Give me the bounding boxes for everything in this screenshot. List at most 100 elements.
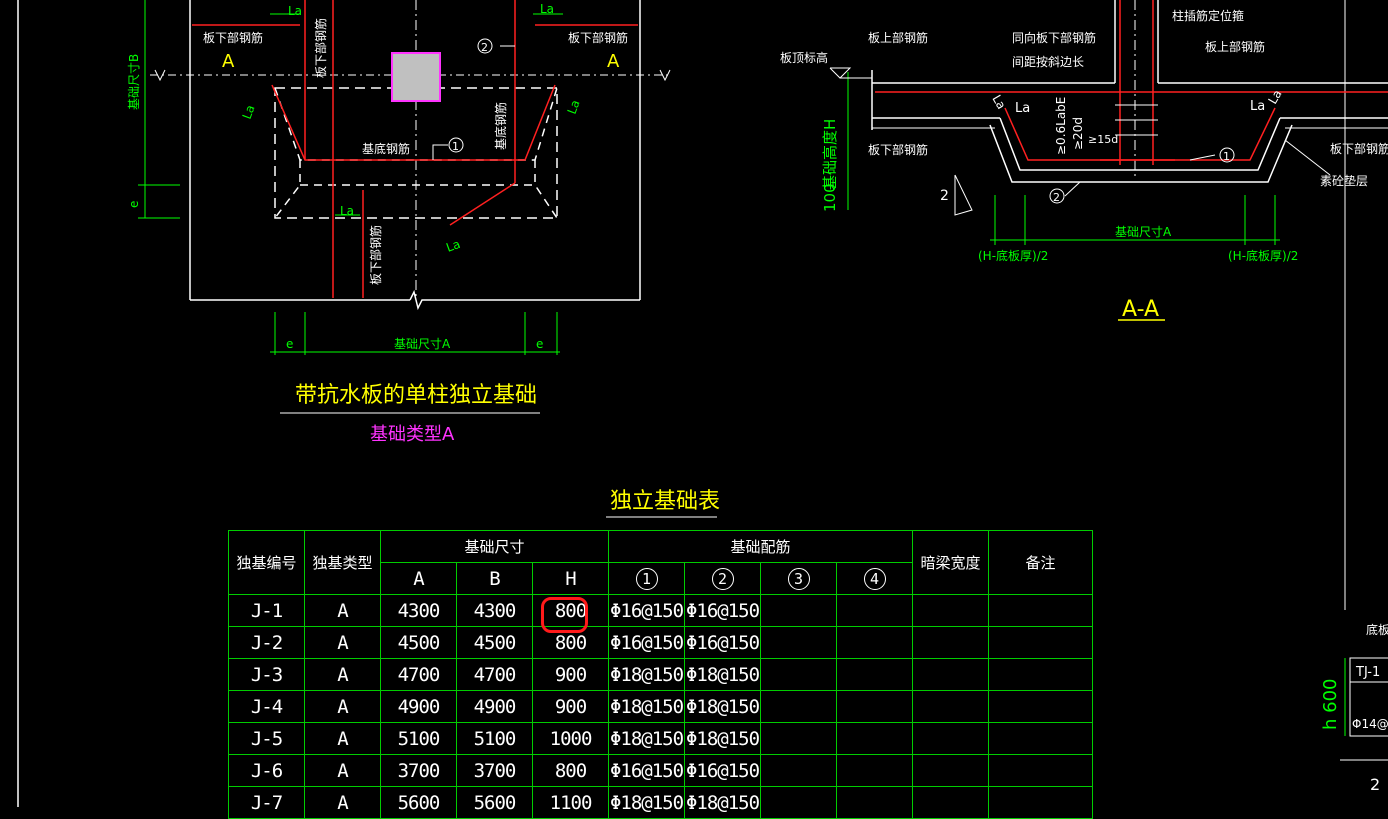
cell-r1: Φ18@150 bbox=[608, 658, 686, 691]
sec-height: 基础高度H bbox=[821, 119, 839, 190]
cell-id: J-1 bbox=[228, 594, 305, 627]
cell-h: 1100 bbox=[531, 786, 610, 819]
cell-r1: Φ18@150 bbox=[608, 722, 686, 755]
cell-id: J-7 bbox=[228, 786, 305, 819]
sec-d15: ≥15d bbox=[1088, 133, 1118, 146]
table-row: J-2 A 4500 4500 800 Φ16@150 Φ16@150 bbox=[228, 626, 1094, 659]
cell-remark bbox=[988, 786, 1094, 819]
cell-remark bbox=[988, 594, 1094, 627]
plan-la-left-diag: La bbox=[240, 103, 258, 121]
cell-r2: Φ18@150 bbox=[684, 786, 762, 819]
cell-b: 4900 bbox=[456, 690, 533, 723]
cell-b: 4500 bbox=[456, 626, 533, 659]
sec-d20: ≥20d bbox=[1071, 117, 1085, 150]
table-row: J-3 A 4700 4700 900 Φ18@150 Φ18@150 bbox=[228, 658, 1094, 691]
sec-spacing-note: 间距按斜边长 bbox=[1012, 55, 1084, 69]
sec-bottom-rebar-right: 板下部钢筋 bbox=[1330, 141, 1388, 156]
cell-type: A bbox=[304, 658, 381, 691]
cell-remark bbox=[988, 690, 1094, 723]
table-row: J-5 A 5100 5100 1000 Φ18@150 Φ18@150 bbox=[228, 722, 1094, 755]
cell-type: A bbox=[304, 754, 381, 787]
cell-id: J-6 bbox=[228, 754, 305, 787]
cell-beam bbox=[912, 690, 990, 723]
cell-id: J-4 bbox=[228, 690, 305, 723]
table-row: J-4 A 4900 4900 900 Φ18@150 Φ18@150 bbox=[228, 690, 1094, 723]
plan-dim-e1: e bbox=[286, 337, 293, 351]
sec-h100: 100 bbox=[821, 183, 839, 212]
cell-a: 4500 bbox=[380, 626, 457, 659]
cell-type: A bbox=[304, 626, 381, 659]
header-b: B bbox=[456, 562, 533, 595]
sec-la-4: La bbox=[1265, 87, 1284, 106]
cell-id: J-2 bbox=[228, 626, 305, 659]
cell-r1: Φ18@150 bbox=[608, 690, 686, 723]
plan-title: 带抗水板的单柱独立基础 bbox=[295, 383, 537, 408]
sec-la-3: La bbox=[989, 93, 1008, 112]
sec-half-left: (H-底板厚)/2 bbox=[978, 248, 1048, 263]
cell-r4 bbox=[836, 658, 914, 691]
sec-same-dir-bottom: 同向板下部钢筋 bbox=[1012, 30, 1096, 45]
plan-la-mid: La bbox=[340, 204, 354, 218]
header-r3-num: 3 bbox=[787, 568, 810, 590]
header-r3: 3 bbox=[760, 562, 838, 595]
header-r2-num: 2 bbox=[711, 568, 734, 590]
cell-b: 4700 bbox=[456, 658, 533, 691]
cell-type: A bbox=[304, 722, 381, 755]
header-beam-width: 暗梁宽度 bbox=[912, 530, 990, 595]
cell-r2: Φ16@150 bbox=[684, 626, 762, 659]
cell-r1: Φ16@150 bbox=[608, 626, 686, 659]
foundation-table: 独基编号 独基类型 基础尺寸 基础配筋 暗梁宽度 备注 A B H 1 2 3 … bbox=[228, 530, 1094, 819]
header-r1: 1 bbox=[608, 562, 686, 595]
sec-num-2: 2 bbox=[940, 188, 949, 204]
fragment-rebar: Φ14@ bbox=[1352, 717, 1388, 731]
sec-dim-a: 基础尺寸A bbox=[1115, 225, 1172, 239]
cell-r3 bbox=[760, 626, 838, 659]
header-r4-num: 4 bbox=[863, 568, 886, 590]
fragment-tj: TJ-1 bbox=[1355, 665, 1380, 680]
cell-r1: Φ18@150 bbox=[608, 786, 686, 819]
sec-cushion: 素砼垫层 bbox=[1320, 173, 1368, 188]
sec-mark-1: 1 bbox=[1223, 150, 1230, 163]
fragment-h600: h 600 bbox=[1320, 679, 1341, 731]
cell-r3 bbox=[760, 786, 838, 819]
cell-h: 800 bbox=[531, 754, 610, 787]
cell-a: 4300 bbox=[380, 594, 457, 627]
cell-r2: Φ18@150 bbox=[684, 658, 762, 691]
plan-section-mark-left: A bbox=[222, 51, 235, 72]
cell-type: A bbox=[304, 786, 381, 819]
cell-b: 5100 bbox=[456, 722, 533, 755]
cell-remark bbox=[988, 626, 1094, 659]
sec-board-top-rebar2: 板上部钢筋 bbox=[1205, 39, 1265, 54]
cell-r1: Φ16@150 bbox=[608, 754, 686, 787]
highlight-circle bbox=[541, 597, 588, 633]
cell-beam bbox=[912, 658, 990, 691]
cell-remark bbox=[988, 754, 1094, 787]
plan-dim-a: 基础尺寸A bbox=[394, 337, 451, 351]
cell-r4 bbox=[836, 722, 914, 755]
cell-id: J-3 bbox=[228, 658, 305, 691]
plan-bottom-rebar-vert2: 板下部钢筋 bbox=[368, 225, 383, 285]
cell-h: 900 bbox=[531, 690, 610, 723]
header-r4: 4 bbox=[836, 562, 914, 595]
cell-beam bbox=[912, 594, 990, 627]
sec-mark-2: 2 bbox=[1053, 191, 1060, 204]
header-id: 独基编号 bbox=[228, 530, 305, 595]
la-top-left: La bbox=[288, 4, 302, 18]
sec-title: A-A bbox=[1122, 297, 1159, 322]
header-rebar: 基础配筋 bbox=[608, 530, 914, 563]
section-view bbox=[829, 0, 1388, 321]
right-fragment: 底板 TJ-1 Φ14@ h 600 2 bbox=[1320, 622, 1388, 794]
plan-mark-2: 2 bbox=[481, 41, 488, 54]
cell-beam bbox=[912, 754, 990, 787]
cell-a: 4900 bbox=[380, 690, 457, 723]
cell-a: 4700 bbox=[380, 658, 457, 691]
cell-type: A bbox=[304, 594, 381, 627]
sec-board-top-rebar: 板上部钢筋 bbox=[868, 30, 928, 45]
cell-b: 4300 bbox=[456, 594, 533, 627]
header-size: 基础尺寸 bbox=[379, 530, 610, 563]
cell-r3 bbox=[760, 754, 838, 787]
table-row: J-7 A 5600 5600 1100 Φ18@150 Φ18@150 bbox=[228, 786, 1094, 819]
header-type: 独基类型 bbox=[304, 530, 381, 595]
sec-la0e: ≥0.6LabE bbox=[1054, 97, 1068, 155]
